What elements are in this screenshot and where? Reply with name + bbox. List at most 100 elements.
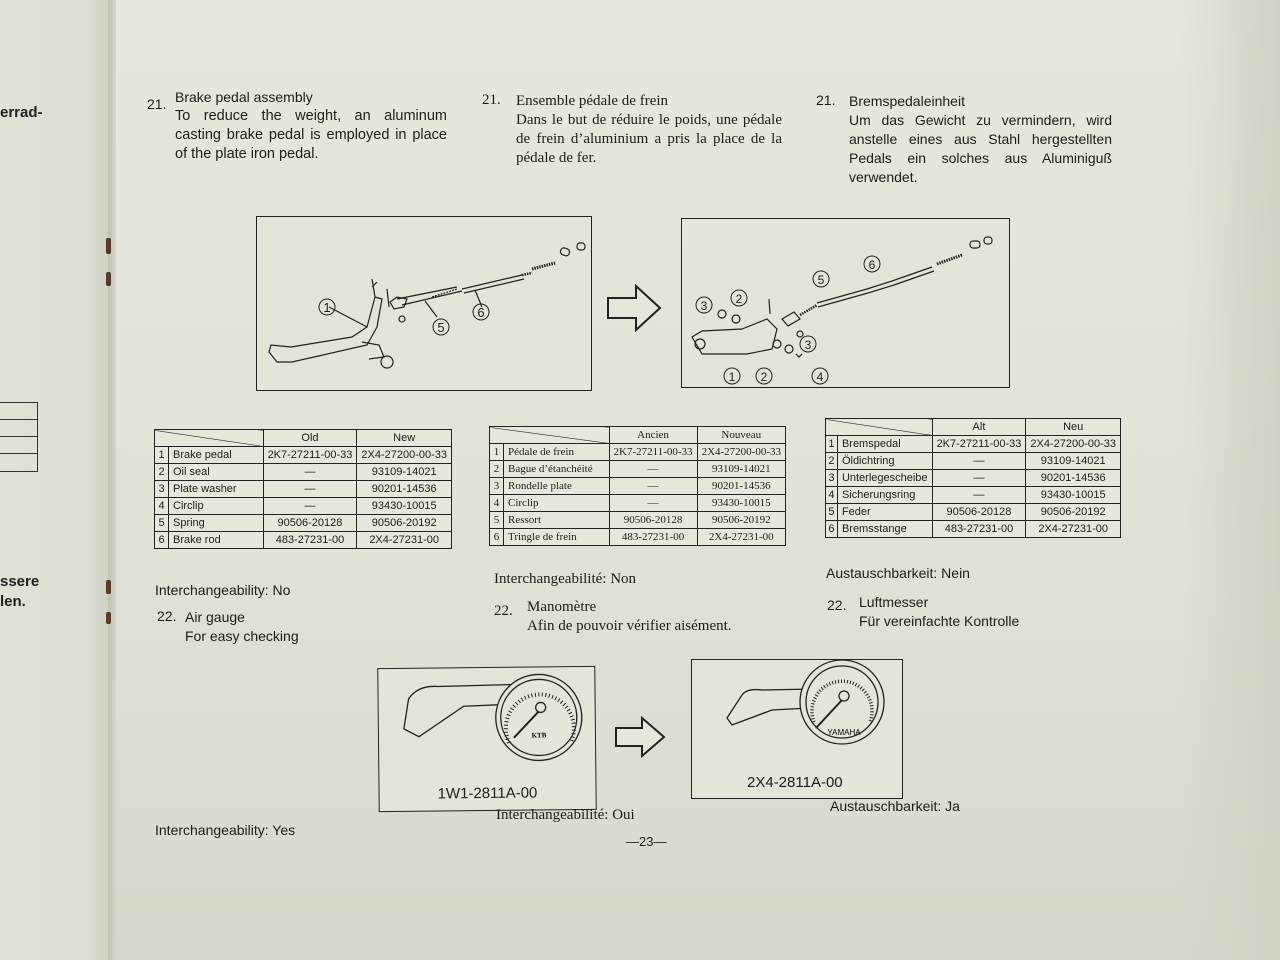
row-number: 3 — [154, 480, 169, 498]
section-21-de: 21. Bremspedaleinheit Um das Gewicht zu … — [816, 92, 1112, 187]
section-21-de-body-wrap: Bremspedaleinheit Um das Gewicht zu verm… — [849, 92, 1112, 187]
part-name: Bremsstange — [836, 520, 933, 538]
part-name: Brake rod — [168, 531, 264, 549]
new-part-number: 2X4-27200-00-33 — [356, 446, 452, 464]
left-page-fragment: len. — [0, 593, 26, 610]
new-part-number: 93109-14021 — [696, 460, 787, 478]
part-name: Oil seal — [168, 463, 264, 481]
section-body: Für vereinfachte Kontrolle — [859, 613, 1020, 629]
svg-text:5: 5 — [818, 273, 825, 287]
part-name: Feder — [836, 503, 933, 521]
section-number: 22. — [827, 597, 847, 613]
section-title: Luftmesser — [859, 594, 929, 610]
section-title: Air gauge — [185, 609, 245, 625]
new-part-number: 93430-10015 — [356, 497, 452, 515]
staple — [106, 612, 111, 624]
page-number: —23— — [626, 834, 667, 849]
new-part-number: 93430-10015 — [1025, 486, 1121, 504]
part-name: Bague d’étanchéité — [503, 460, 610, 478]
old-part-number: 90506-20128 — [931, 503, 1027, 521]
old-part-number: — — [608, 477, 698, 495]
staple — [106, 238, 111, 254]
section-number: 22. — [157, 608, 177, 624]
section-number: 22. — [494, 603, 513, 619]
new-part-number: 90506-20192 — [1025, 503, 1121, 521]
row-number: 5 — [154, 514, 169, 532]
svg-text:1: 1 — [323, 300, 330, 315]
svg-text:5: 5 — [437, 320, 444, 335]
air-gauge-icon: YAMAHA — [726, 660, 885, 745]
new-part-number: 2X4-27231-00 — [356, 531, 452, 549]
new-part-number: 90506-20192 — [696, 511, 787, 529]
new-part-number: 2X4-27231-00 — [696, 528, 787, 546]
row-number: 1 — [154, 446, 169, 464]
row-number: 1 — [825, 435, 838, 453]
interchangeability-fr: Interchangeabilité: Oui — [496, 807, 635, 823]
air-gauge-icon: KTB — [403, 673, 583, 762]
old-part-number: 483-27231-00 — [262, 531, 358, 549]
column-header: Neu — [1025, 418, 1121, 436]
left-page-fragment: errad- — [0, 104, 43, 121]
svg-text:6: 6 — [869, 258, 876, 272]
part-name: Brake pedal — [168, 446, 264, 464]
section-22-en-body-wrap: Air gauge For easy checking — [185, 608, 457, 646]
new-part-number: 2X4-2811A-00 — [747, 774, 843, 791]
table-header-row: Old New — [154, 429, 452, 447]
section-21-en-body-wrap: Brake pedal assembly To reduce the weigh… — [175, 88, 447, 164]
part-name: Spring — [168, 514, 264, 532]
part-name: Plate washer — [168, 480, 264, 498]
book-spine — [108, 0, 116, 960]
section-21-fr-body-wrap: Ensemble pédale de frein Dans le but de … — [516, 92, 782, 168]
arrow-right-icon — [607, 284, 662, 332]
section-21-en: 21. Brake pedal assembly To reduce the w… — [147, 88, 447, 164]
brake-pedal-exploded-icon: 1 5 6 — [268, 242, 586, 369]
old-part-number: — — [262, 497, 358, 515]
old-part-number: — — [608, 460, 698, 478]
row-number: 5 — [489, 511, 504, 529]
table-header-row: Ancien Nouveau — [489, 426, 787, 444]
old-part-number: — — [931, 469, 1027, 487]
part-name: Circlip — [503, 494, 610, 512]
svg-text:4: 4 — [817, 370, 824, 384]
section-22-fr-body-wrap: Manomètre Afin de pouvoir vérifier aisém… — [527, 598, 794, 636]
row-number: 2 — [489, 460, 504, 478]
interchangeability-fr: Interchangeabilité: Non — [494, 571, 637, 587]
part-name: Pédale de frein — [503, 443, 610, 461]
new-part-number: 2X4-27200-00-33 — [696, 443, 787, 461]
column-header: Nouveau — [696, 426, 787, 444]
section-title: Bremspedaleinheit — [849, 93, 965, 109]
section-body: For easy checking — [185, 628, 299, 644]
part-name: Circlip — [168, 497, 264, 515]
section-body: To reduce the weight, an aluminum castin… — [175, 108, 447, 162]
column-header: Alt — [931, 418, 1027, 436]
row-number: 1 — [489, 443, 504, 461]
part-name: Rondelle plate — [503, 477, 610, 495]
old-part-number: 90506-20128 — [262, 514, 358, 532]
section-22-de-body-wrap: Luftmesser Für vereinfachte Kontrolle — [859, 593, 1127, 631]
interchangeability-de: Austauschbarkeit: Nein — [826, 565, 970, 581]
table-corner-cell — [489, 426, 610, 444]
section-body: Um das Gewicht zu vermindern, wird anste… — [849, 112, 1112, 185]
arrow-right-icon — [615, 716, 666, 758]
column-header: New — [356, 429, 452, 447]
interchangeability-en: Interchangeability: No — [155, 582, 291, 598]
new-part-number: 93109-14021 — [356, 463, 452, 481]
section-title: Ensemble pédale de frein — [516, 93, 669, 109]
new-part-number: 93109-14021 — [1025, 452, 1121, 470]
old-part-number: — — [262, 480, 358, 498]
old-part-number: 2K7-27211-00-33 — [931, 435, 1027, 453]
row-number: 4 — [489, 494, 504, 512]
